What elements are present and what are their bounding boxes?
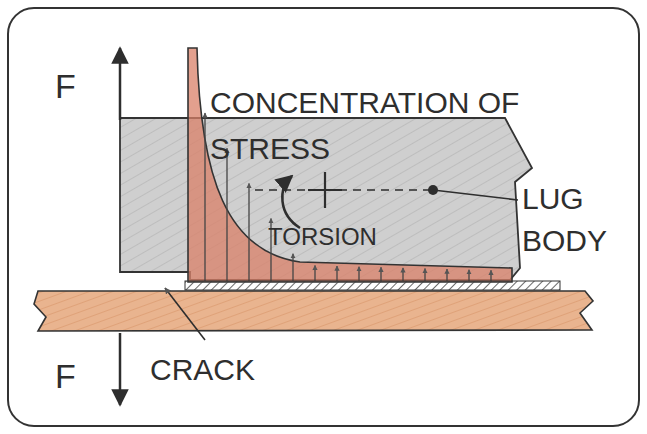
- stress-arrow: [424, 269, 425, 282]
- weld-seam: [185, 281, 560, 290]
- stress-arrow: [358, 267, 359, 281]
- part-name: LUG BODY: [522, 178, 632, 262]
- force-label: F: [55, 66, 76, 106]
- stress-arrow: [380, 267, 381, 281]
- stress-arrow: [490, 270, 491, 281]
- force-arrow-down: [119, 333, 122, 405]
- stress-arrow: [292, 254, 293, 281]
- stress-arrow: [336, 266, 337, 281]
- stress-arrow: [248, 183, 249, 281]
- stress-arrow: [446, 269, 447, 281]
- force-label: F: [55, 356, 76, 396]
- torsion-label: TORSION: [268, 222, 377, 252]
- lug-body-leader: [433, 190, 518, 200]
- base-plate: [34, 291, 593, 331]
- stress-arrow: [468, 270, 469, 281]
- frame: [8, 8, 639, 426]
- crack-leader: [165, 288, 205, 340]
- crack-label: CRACK: [150, 352, 255, 388]
- stress-arrow: [226, 148, 227, 281]
- stress-arrow: [204, 113, 205, 281]
- stress-arrow: [314, 265, 315, 281]
- torsion-arrow: [282, 176, 300, 228]
- torsion-center-mark: [308, 189, 342, 191]
- force-arrow-up: [119, 48, 122, 120]
- stress-arrow: [402, 268, 403, 281]
- stress-label: CONCENTRATION OF STRESS: [210, 80, 560, 172]
- center-line: [255, 189, 430, 191]
